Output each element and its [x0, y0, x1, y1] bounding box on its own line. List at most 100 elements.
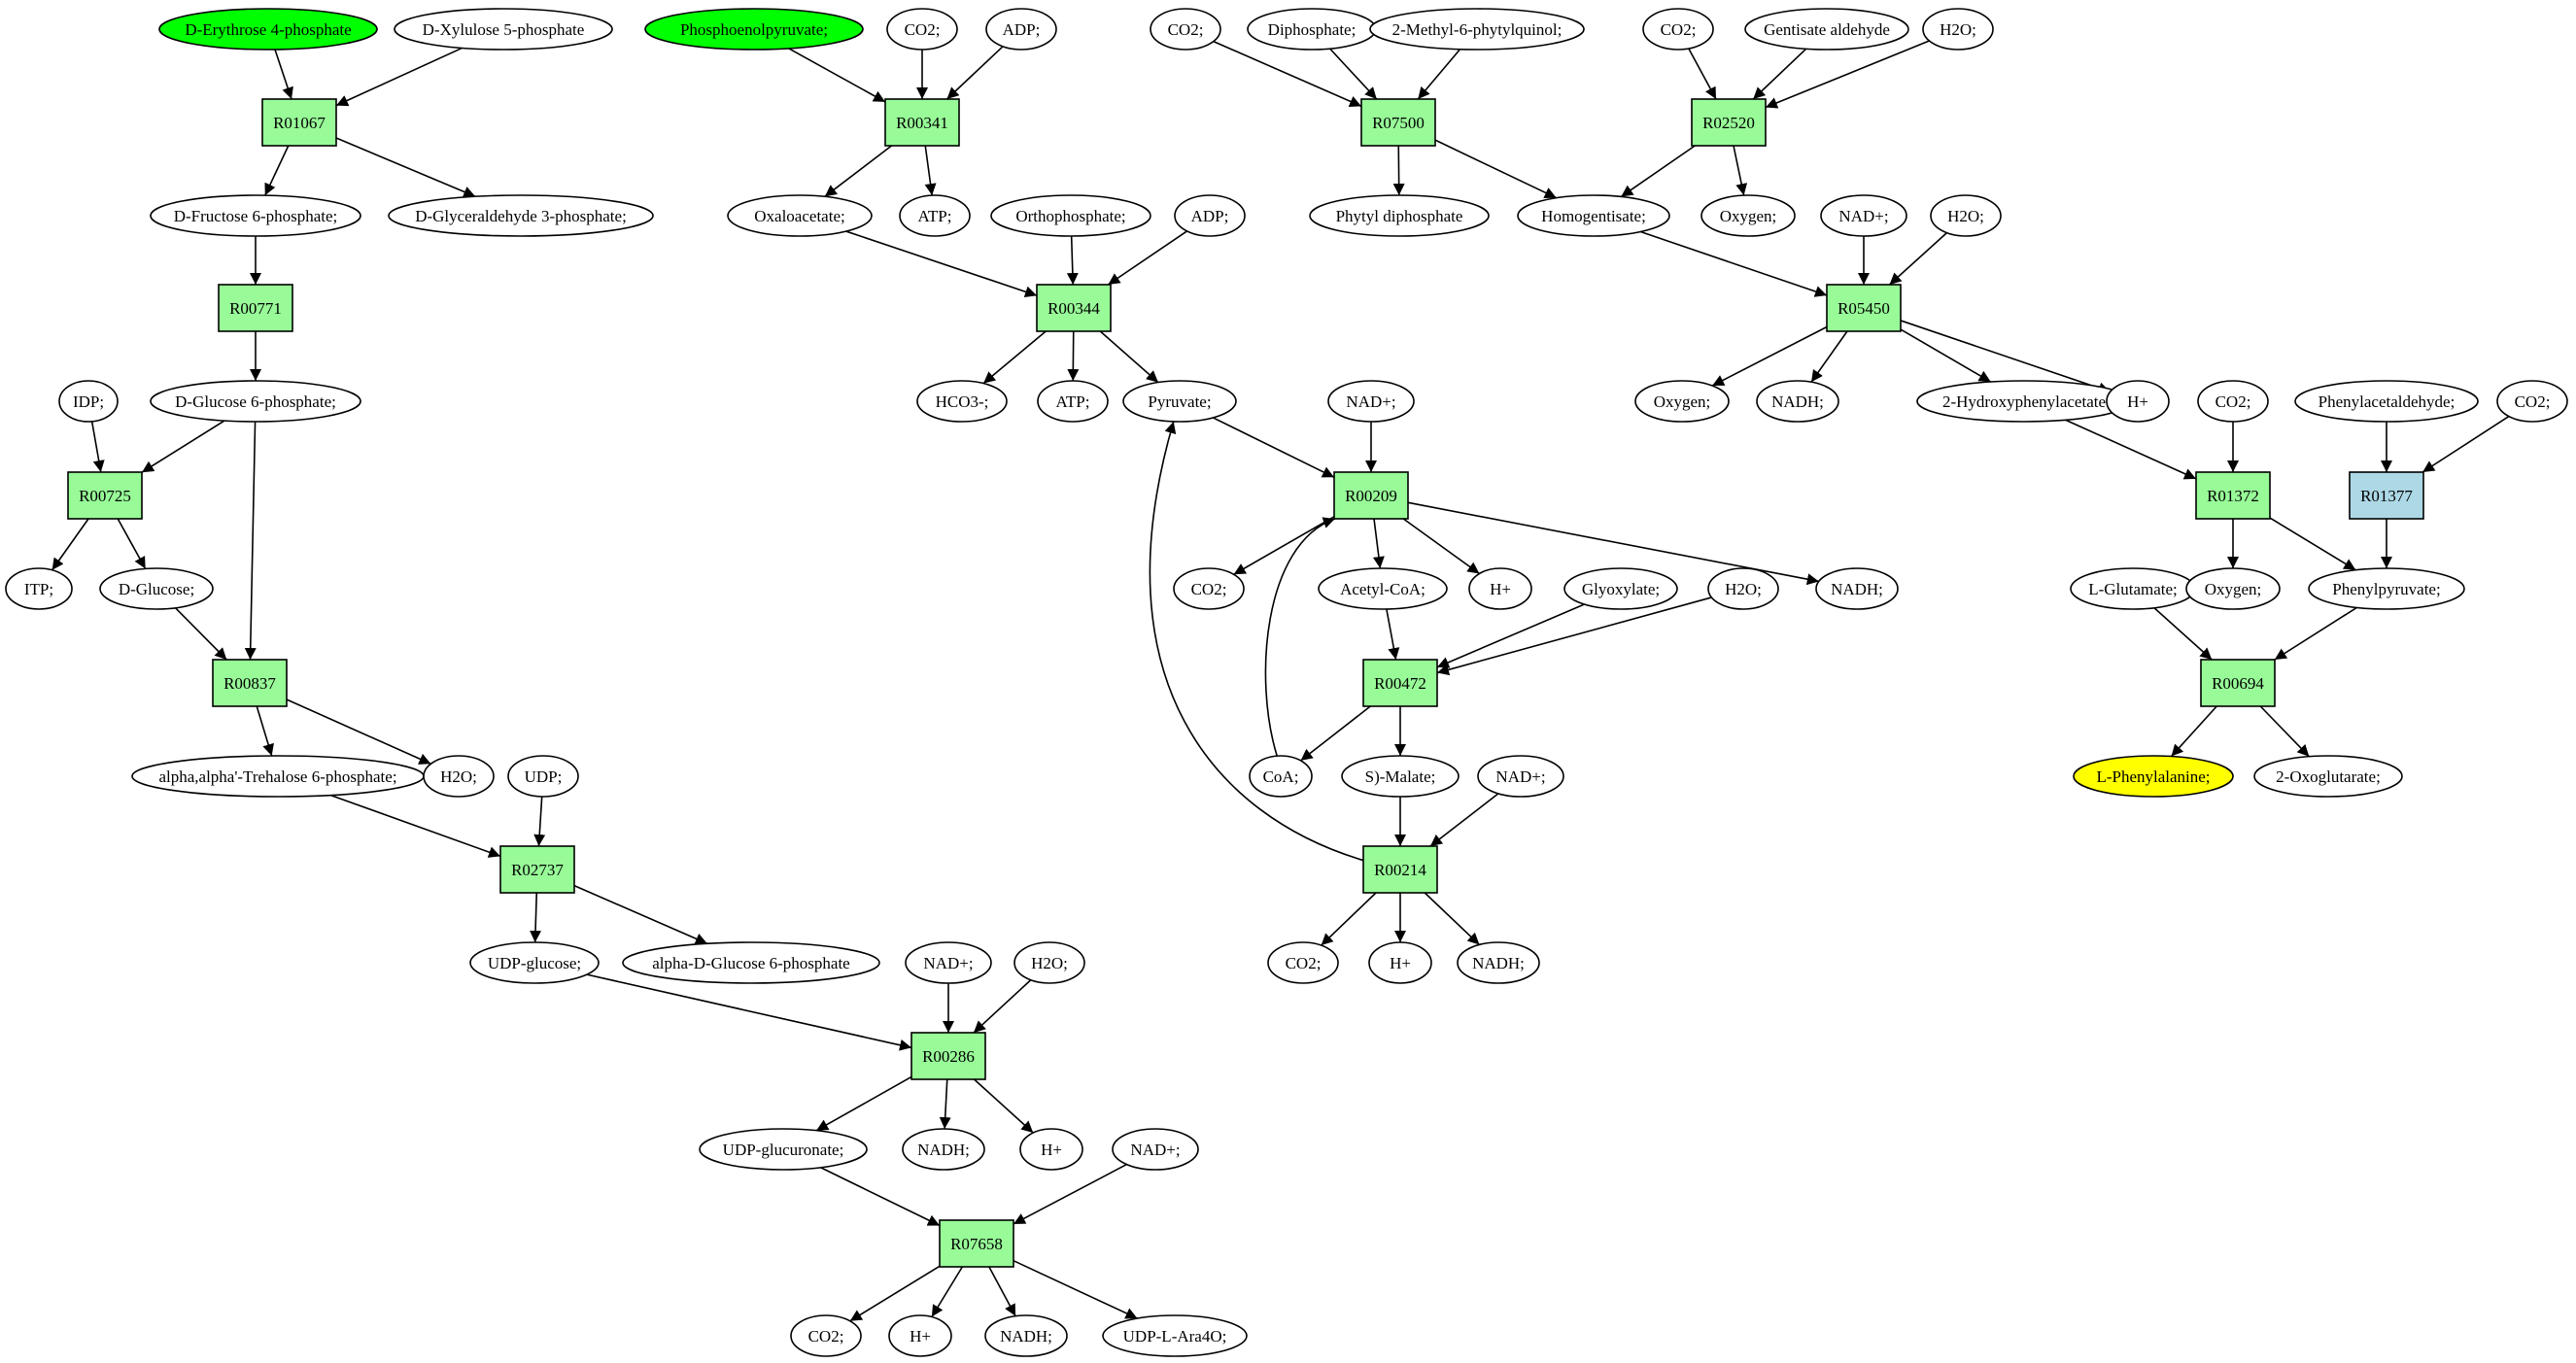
reaction-node-R02737[interactable]: R02737	[499, 845, 575, 894]
metabolite-node-o2_b[interactable]: Oxygen;	[1634, 380, 1730, 423]
reaction-node-R00771[interactable]: R00771	[218, 284, 293, 332]
metabolite-node-phald[interactable]: Phenylacetaldehyde;	[2294, 380, 2479, 423]
metabolite-node-hplus_d[interactable]: H+	[1368, 941, 1432, 984]
metabolite-node-g3p[interactable]: D-Glyceraldehyde 3-phosphate;	[388, 194, 654, 237]
metabolite-node-hplus_b[interactable]: H+	[888, 1314, 952, 1357]
edge-R00837-to-t6p	[256, 705, 274, 757]
metabolite-node-nad_c[interactable]: NAD+;	[1327, 380, 1415, 423]
metabolite-node-h2o_b[interactable]: H2O;	[1013, 941, 1085, 984]
metabolite-node-udpglcur[interactable]: UDP-glucuronate;	[699, 1128, 868, 1171]
reaction-node-R00344[interactable]: R00344	[1036, 284, 1112, 332]
metabolite-node-gald[interactable]: Gentisate aldehyde	[1744, 8, 1909, 51]
metabolite-node-phytpp[interactable]: Phytyl diphosphate	[1309, 194, 1490, 237]
reaction-node-R01372[interactable]: R01372	[2195, 471, 2271, 520]
reaction-node-R00209[interactable]: R00209	[1333, 471, 1409, 520]
metabolite-node-idp[interactable]: IDP;	[58, 380, 119, 423]
metabolite-node-glc[interactable]: D-Glucose;	[99, 567, 214, 610]
metabolite-node-nadh_e[interactable]: NADH;	[1756, 380, 1839, 423]
metabolite-node-phpyr[interactable]: Phenylpyruvate;	[2308, 567, 2465, 610]
metabolite-node-h2o_e[interactable]: H2O;	[1930, 194, 2002, 237]
edge-R02520-to-o2_a	[1733, 145, 1748, 196]
metabolite-node-f6p[interactable]: D-Fructose 6-phosphate;	[150, 194, 361, 237]
metabolite-node-t6p[interactable]: alpha,alpha'-Trehalose 6-phosphate;	[131, 755, 425, 798]
node-label: R01372	[2207, 487, 2259, 505]
metabolite-node-nadh_a[interactable]: NADH;	[902, 1128, 985, 1171]
metabolite-node-glyox[interactable]: Glyoxylate;	[1563, 567, 1678, 610]
node-label: H2O;	[1725, 580, 1762, 598]
metabolite-node-mal[interactable]: S)-Malate;	[1341, 755, 1460, 798]
metabolite-node-pyr[interactable]: Pyruvate;	[1122, 380, 1237, 423]
metabolite-node-mpq[interactable]: 2-Methyl-6-phytylquinol;	[1369, 8, 1585, 51]
reaction-node-R02520[interactable]: R02520	[1691, 98, 1767, 147]
metabolite-node-pep[interactable]: Phosphoenolpyruvate;	[644, 8, 864, 51]
metabolite-node-coa[interactable]: CoA;	[1249, 755, 1313, 798]
metabolite-node-oaa[interactable]: Oxaloacetate;	[727, 194, 873, 237]
metabolite-node-glu[interactable]: L-Glutamate;	[2070, 567, 2196, 610]
metabolite-ellipse	[388, 194, 654, 237]
metabolite-node-udpglc[interactable]: UDP-glucose;	[469, 941, 600, 984]
metabolite-node-hplus_a[interactable]: H+	[1019, 1128, 1083, 1171]
metabolite-node-pi[interactable]: Orthophosphate;	[990, 194, 1151, 237]
metabolite-node-udpara[interactable]: UDP-L-Ara4O;	[1102, 1314, 1248, 1357]
metabolite-node-accoa[interactable]: Acetyl-CoA;	[1318, 567, 1448, 610]
reaction-node-R05450[interactable]: R05450	[1826, 284, 1902, 332]
metabolite-node-ppi[interactable]: Diphosphate;	[1247, 8, 1377, 51]
reaction-node-R07658[interactable]: R07658	[939, 1219, 1014, 1268]
reaction-node-R00725[interactable]: R00725	[67, 471, 143, 520]
metabolite-node-co2_c[interactable]: CO2;	[1173, 567, 1245, 610]
metabolite-node-nadh_b[interactable]: NADH;	[984, 1314, 1068, 1357]
metabolite-node-co2_g[interactable]: CO2;	[2197, 380, 2269, 423]
edge-R00341-to-atp_a	[924, 145, 937, 196]
metabolite-node-x5p[interactable]: D-Xylulose 5-phosphate	[394, 8, 613, 51]
metabolite-node-hplus_e[interactable]: H+	[2106, 380, 2170, 423]
metabolite-node-itp[interactable]: ITP;	[5, 567, 73, 610]
metabolite-node-nad_b[interactable]: NAD+;	[1112, 1128, 1199, 1171]
edge-R07500-to-phytpp	[1392, 145, 1405, 196]
metabolite-node-h2o_a[interactable]: H2O;	[423, 755, 495, 798]
metabolite-node-atp_b[interactable]: ATP;	[1037, 380, 1109, 423]
metabolite-node-nad_d[interactable]: NAD+;	[1477, 755, 1564, 798]
metabolite-node-g6p[interactable]: D-Glucose 6-phosphate;	[150, 380, 361, 423]
reaction-node-R00472[interactable]: R00472	[1362, 659, 1438, 707]
reaction-node-R00341[interactable]: R00341	[884, 98, 960, 147]
metabolite-node-adp_b[interactable]: ADP;	[1174, 194, 1246, 237]
edge-udpglc-to-R00286	[586, 973, 912, 1051]
metabolite-node-co2_b[interactable]: CO2;	[886, 8, 958, 51]
metabolite-node-o2_c[interactable]: Oxygen;	[2185, 567, 2281, 610]
metabolite-node-atp_a[interactable]: ATP;	[899, 194, 971, 237]
metabolite-node-hpa[interactable]: 2-Hydroxyphenylacetate	[1916, 380, 2132, 423]
metabolite-node-co2_a[interactable]: CO2;	[790, 1314, 862, 1357]
metabolite-node-hplus_c[interactable]: H+	[1468, 567, 1532, 610]
reaction-node-R01067[interactable]: R01067	[261, 98, 337, 147]
metabolite-node-o2_a[interactable]: Oxygen;	[1700, 194, 1796, 237]
metabolite-node-hco3[interactable]: HCO3-;	[916, 380, 1008, 423]
metabolite-node-udp[interactable]: UDP;	[507, 755, 579, 798]
metabolite-ellipse	[916, 380, 1008, 423]
reaction-node-R00214[interactable]: R00214	[1362, 845, 1438, 894]
reaction-node-R07500[interactable]: R07500	[1360, 98, 1436, 147]
metabolite-node-nadh_d[interactable]: NADH;	[1457, 941, 1540, 984]
metabolite-node-co2_h[interactable]: CO2;	[2496, 380, 2568, 423]
metabolite-node-phe[interactable]: L-Phenylalanine;	[2073, 755, 2234, 798]
edge-R07658-to-co2_a	[849, 1265, 941, 1322]
metabolite-node-hga[interactable]: Homogentisate;	[1517, 194, 1670, 237]
metabolite-node-co2_f[interactable]: CO2;	[1642, 8, 1714, 51]
metabolite-node-e4p[interactable]: D-Erythrose 4-phosphate	[158, 8, 378, 51]
metabolite-node-adp_a[interactable]: ADP;	[985, 8, 1057, 51]
metabolite-node-ag6p[interactable]: alpha-D-Glucose 6-phosphate	[622, 941, 880, 984]
metabolite-node-akg[interactable]: 2-Oxoglutarate;	[2253, 755, 2403, 798]
node-label: Phenylpyruvate;	[2332, 580, 2440, 598]
metabolite-node-co2_e[interactable]: CO2;	[1150, 8, 1221, 51]
edge-co2_h-to-R01377	[2421, 415, 2510, 473]
metabolite-node-nad_e[interactable]: NAD+;	[1820, 194, 1907, 237]
reaction-node-R00837[interactable]: R00837	[212, 659, 288, 707]
reaction-node-R01377[interactable]: R01377	[2349, 471, 2424, 520]
metabolite-node-h2o_c[interactable]: H2O;	[1707, 567, 1779, 610]
metabolite-node-co2_d[interactable]: CO2;	[1267, 941, 1339, 984]
reaction-node-R00286[interactable]: R00286	[910, 1032, 986, 1080]
metabolite-node-nad_a[interactable]: NAD+;	[905, 941, 992, 984]
metabolite-ellipse	[1468, 567, 1532, 610]
reaction-node-R00694[interactable]: R00694	[2200, 659, 2276, 707]
metabolite-node-nadh_c[interactable]: NADH;	[1815, 567, 1899, 610]
metabolite-node-h2o_d[interactable]: H2O;	[1922, 8, 1994, 51]
